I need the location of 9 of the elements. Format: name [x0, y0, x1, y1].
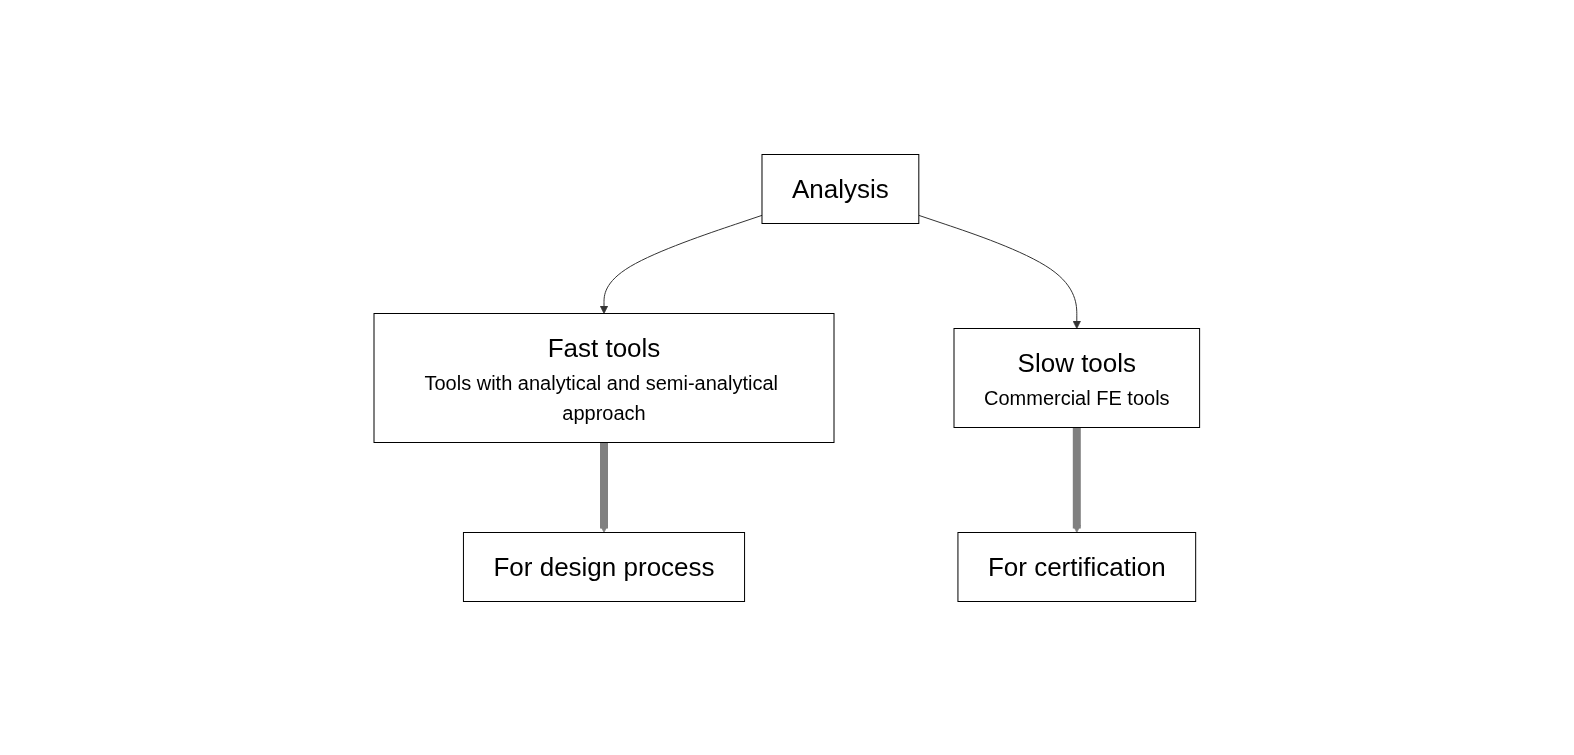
- node-box: For certification: [957, 531, 1197, 602]
- arrow: [599, 214, 763, 314]
- node-box: Analysis: [761, 153, 920, 224]
- node-box: Fast tools Tools with analytical and semi-analytical approach: [373, 312, 835, 443]
- node-box: For design process: [463, 531, 746, 602]
- arrow: [599, 442, 609, 533]
- arrow: [918, 214, 1082, 329]
- arrow: [1072, 427, 1082, 533]
- node-box: Slow tools Commercial FE tools: [953, 327, 1201, 428]
